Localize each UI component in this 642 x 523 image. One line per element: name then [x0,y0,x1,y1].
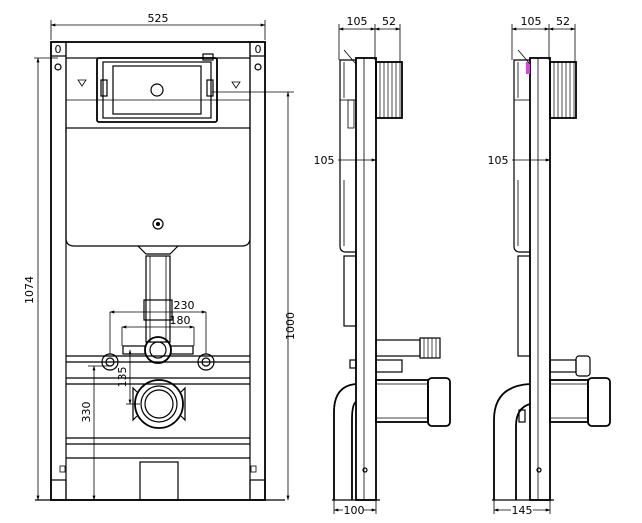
side-view-b: 105 52 105 [488,15,611,517]
corner-mark-left: 0 [55,43,62,56]
top-left-bolt-icon [54,63,62,71]
drain-spacing-label: 180 [170,314,191,327]
side-b-pipe-top-label: 52 [556,15,570,28]
corner-mark-right: 0 [255,43,262,56]
outlet-height-label: 330 [80,402,93,423]
side-a-depth-top-label: 105 [347,15,368,28]
width-label: 525 [148,12,169,25]
side-view-a: 105 52 105 [314,15,451,517]
side-b-depth-mid-label: 105 [488,154,509,167]
outlet-offset-label: 135 [116,367,129,388]
side-a-bottom-label: 100 [344,504,365,517]
side-b-depth-top-label: 105 [521,15,542,28]
top-right-bolt-icon [254,63,262,71]
side-b-bottom-label: 145 [512,504,533,517]
inlet-spacing-label: 230 [174,299,195,312]
side-a-pipe-top-label: 52 [382,15,396,28]
total-height-label: 1074 [23,276,36,304]
side-a-depth-mid-label: 105 [314,154,335,167]
front-view: 525 0 0 [23,12,297,501]
frame-height-label: 1000 [284,312,297,340]
accent-marker [526,62,530,74]
